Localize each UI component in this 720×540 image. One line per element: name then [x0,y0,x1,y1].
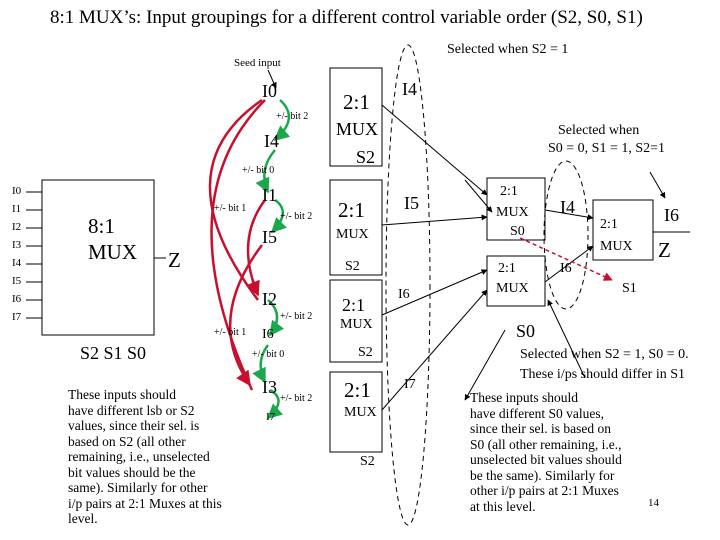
bit-label-2: +/- bit 0 [242,165,275,176]
level2-mux1-label-ratio: 2:1 [500,184,518,199]
level2-mux1-label-mux: MUX [496,205,529,220]
mux1-output: I4 [402,79,417,99]
mux1-label-mux: MUX [336,119,379,139]
big-mux-input-5: I5 [12,275,22,287]
big-mux-label-ratio: 8:1 [88,214,115,238]
mux-level1-box-1 [329,67,383,167]
level2-mux2-select: S0 [516,321,536,341]
level3-label-mux: MUX [600,239,633,254]
left-note-line: based on S2 (all other [68,433,186,449]
mux4-label-ratio: 2:1 [344,378,371,402]
big-mux-input-7: I7 [12,311,22,323]
right-note-line: other i/p pairs at 2:1 Muxes [470,483,619,498]
mux-level1-box-2 [329,179,383,276]
mux2-input-a: I1 [262,185,277,205]
left-note-line: These inputs should [68,387,176,402]
right-note-line: S0 (all other remaining, i.e., [470,436,622,452]
mux-level1-box-4 [329,371,383,453]
level3-input-top: I6 [664,205,679,225]
level2-mux2-output: I6 [560,261,572,276]
mux2-select: S2 [345,259,360,274]
seed-input-label: Seed input [234,57,281,69]
level2-mux2-label-ratio: 2:1 [498,261,516,276]
big-mux-label-mux: MUX [88,240,138,264]
page-number: 14 [648,497,659,509]
selected-right-line2: These i/ps should differ in S1 [520,367,686,382]
left-note-line: bit values should be the [68,464,196,480]
selected-right-line1: Selected when S2 = 1, S0 = 0. [520,347,689,362]
right-note-line: at this level. [470,498,536,514]
mux3-output: I6 [398,287,410,302]
level3-label-ratio: 2:1 [600,217,618,232]
left-note-line: have different lsb or S2 [68,402,195,418]
level2-mux1-output: I4 [560,197,575,217]
big-mux-input-0: I0 [12,185,22,197]
mux3-input-b: I6 [262,327,274,342]
mux2-input-b: I5 [262,227,277,247]
mux4-label-mux: MUX [344,405,377,420]
level2-mux1-select: S0 [510,224,525,239]
selected-top-right-line2: S0 = 0, S1 = 1, S2=1 [548,141,666,156]
bit-label-3: +/- bit 1 [214,203,247,214]
right-note: These inputs should have different S0 va… [470,390,622,514]
level3-output-z: Z [658,238,671,262]
mux3-select: S2 [358,345,373,360]
mux3-label-mux: MUX [340,317,373,332]
left-note-line: level. [68,511,98,526]
bit-label-1: +/- bit 2 [276,111,309,122]
big-mux-input-2: I2 [12,221,22,233]
mux1-select: S2 [356,147,376,167]
mux3-label-ratio: 2:1 [342,295,366,315]
left-note-line: same). Similarly for other [68,480,208,495]
level3-select: S1 [622,281,637,296]
selected-top-right-line1: Selected when [558,123,640,138]
mux1-input-a: I0 [262,81,277,101]
dashed-group-s2 [385,44,431,526]
page-title: 8:1 MUX’s: Input groupings for a differe… [50,7,643,28]
bit-label-7: +/- bit 0 [252,349,285,360]
big-mux-selects: S2 S1 S0 [80,343,147,363]
left-note: These inputs should have different lsb o… [68,387,222,527]
mux-level3-box [592,199,654,261]
mux-level2-box-2 [486,255,546,307]
bit-label-4: +/- bit 2 [280,211,313,222]
mux1-input-b: I4 [264,131,279,151]
bit-label-8: +/- bit 2 [280,393,313,404]
mux3-input-a: I2 [262,289,277,309]
big-mux-input-1: I1 [12,203,22,215]
big-mux-input-4: I4 [12,257,22,269]
mux4-select: S2 [360,454,375,469]
bit-label-6: +/- bit 2 [280,311,313,322]
mux2-output: I5 [404,193,419,213]
right-note-line: These inputs should [470,390,578,405]
left-note-line: remaining, i.e., unselected [68,449,210,464]
right-note-line: have different S0 values, [470,405,604,421]
right-note-line: unselected bit values should [470,452,622,467]
big-mux-input-3: I3 [12,239,22,251]
selected-s2-label: Selected when S2 = 1 [447,42,569,57]
left-note-line: values, since their sel. is [68,418,200,433]
mux2-label-mux: MUX [336,227,369,242]
right-note-line: since their sel. is based on [470,421,611,436]
big-mux-input-6: I6 [12,293,22,305]
mux-level1-box-3 [329,279,383,363]
level2-mux2-label-mux: MUX [496,281,529,296]
bit-label-5: +/- bit 1 [214,327,247,338]
mux2-label-ratio: 2:1 [338,198,365,222]
left-note-line: i/p pairs at 2:1 Muxes at this [68,495,222,511]
big-mux-output-z: Z [168,248,181,272]
mux1-label-ratio: 2:1 [343,90,370,114]
dashed-group-s0 [543,160,589,310]
mux4-input-b: I7 [266,411,276,423]
mux4-output: I7 [404,377,416,392]
mux4-input-a: I3 [262,377,277,397]
right-note-line: be the same). Similarly for [470,467,615,483]
